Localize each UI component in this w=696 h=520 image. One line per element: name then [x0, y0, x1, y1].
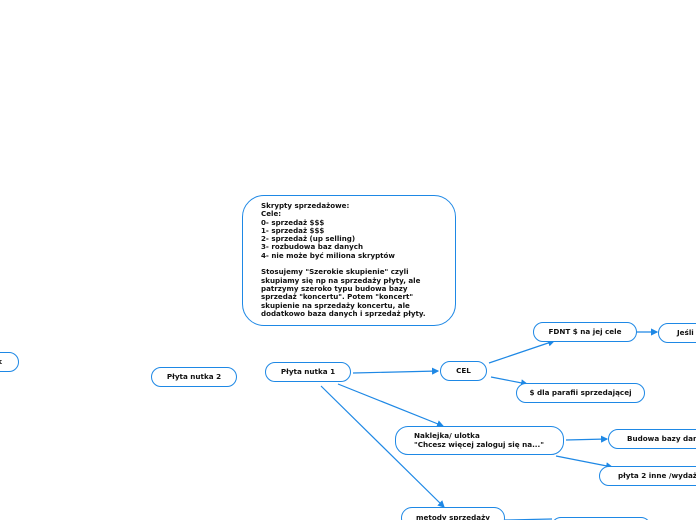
node-plyta-2-inne[interactable]: płyta 2 inne /wydaże — [599, 466, 696, 486]
edge-cel-parafia — [490, 376, 529, 387]
edge-cel-fdnt — [488, 339, 556, 364]
node-naklejka-label: Naklejka/ ulotka "Chcesz więcej zaloguj … — [414, 431, 544, 449]
node-offscreen-left[interactable]: k — [0, 352, 19, 372]
node-jesli[interactable]: Jeśli n — [658, 323, 696, 343]
node-budowa[interactable]: Budowa bazy danyc — [608, 429, 696, 449]
node-plyta-nutka-2[interactable]: Płyta nutka 2 — [151, 367, 237, 387]
node-plyta-nutka-1[interactable]: Płyta nutka 1 — [265, 362, 351, 382]
edge-plyta1-cel — [352, 367, 440, 375]
sales-scripts-note: Skrypty sprzedażowe: Cele: 0- sprzedaż $… — [242, 195, 456, 326]
edge-naklejka-budowa — [565, 435, 609, 443]
node-naklejka[interactable]: Naklejka/ ulotka "Chcesz więcej zaloguj … — [395, 426, 564, 455]
node-cel[interactable]: CEL — [440, 361, 487, 381]
node-parafia[interactable]: $ dla parafii sprzedającej — [516, 383, 645, 403]
node-fdnt[interactable]: FDNT $ na jej cele — [533, 322, 637, 342]
edge-plyta1-metody — [320, 385, 445, 508]
node-metody-sprzedazy[interactable]: metody sprzedaży — [401, 507, 505, 520]
edge-plyta1-naklejka — [337, 383, 445, 428]
edge-naklejka-plyta2inne — [555, 455, 614, 470]
